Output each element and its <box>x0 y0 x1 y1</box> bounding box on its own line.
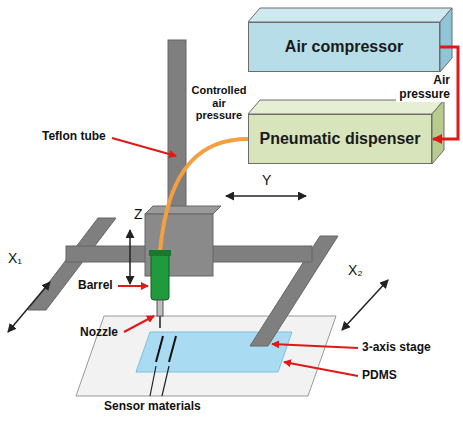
leader-arrow <box>124 316 154 332</box>
part-label: Barrel <box>78 279 113 293</box>
dispenser-side <box>432 100 444 164</box>
x1-arrow <box>8 282 50 332</box>
x2-arrow <box>342 280 388 330</box>
z-arrow <box>129 230 131 284</box>
compressor-box: Air compressor <box>248 22 440 72</box>
rail-x1 <box>28 218 116 310</box>
axis-label: Y <box>262 172 271 188</box>
sensor-line <box>156 336 163 362</box>
part-label: Teflon tube <box>42 130 106 144</box>
axis-label: X₂ <box>348 262 363 278</box>
edge-label: Air pressure <box>396 74 452 102</box>
axis-label: X₁ <box>8 250 22 266</box>
axis-label: Z <box>134 206 143 222</box>
part-label: Controlled air pressure <box>190 84 248 122</box>
stage-plate <box>76 316 336 396</box>
nozzle <box>157 300 163 316</box>
compressor-top <box>248 8 452 22</box>
box-title: Air compressor <box>281 38 407 56</box>
barrel <box>151 252 169 300</box>
box-title: Pneumatic dispenser <box>256 130 425 148</box>
part-label: 3-axis stage <box>362 341 431 355</box>
part-label: PDMS <box>362 369 397 383</box>
leader-line <box>162 366 169 396</box>
sensor-line <box>169 336 176 362</box>
column-z <box>168 40 186 216</box>
barrel-cap <box>149 250 171 256</box>
leader-arrow <box>112 138 176 156</box>
y-arrow <box>226 195 306 197</box>
nozzle-tip <box>159 316 161 328</box>
leader-arrow <box>272 344 358 348</box>
dispenser-box: Pneumatic dispenser <box>248 114 432 164</box>
leader-arrow <box>118 285 148 287</box>
leader-arrow <box>284 362 358 376</box>
compressor-side <box>440 8 452 72</box>
dispenser-top <box>248 100 444 114</box>
leader-line <box>150 366 156 396</box>
part-label: Nozzle <box>80 326 118 340</box>
carriage-top <box>145 206 221 214</box>
part-label: Sensor materials <box>104 400 201 414</box>
